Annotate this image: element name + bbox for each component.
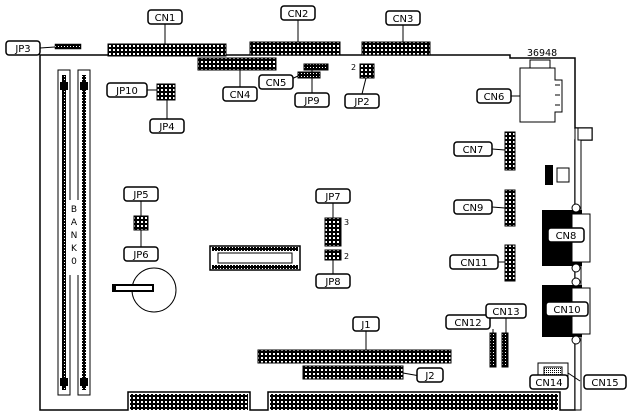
callout-jp3: JP3 bbox=[5, 40, 41, 56]
cn10-label: CN10 bbox=[553, 305, 580, 316]
callout-cn10: CN10 bbox=[545, 301, 589, 317]
bank-letter: K bbox=[71, 244, 78, 254]
callout-cn7: CN7 bbox=[453, 141, 493, 157]
bracket-tab bbox=[577, 127, 593, 141]
cn5-label: CN5 bbox=[266, 78, 287, 89]
cn8-label: CN8 bbox=[556, 231, 577, 242]
callout-jp2: JP2 bbox=[344, 93, 380, 109]
callout-jp9: JP9 bbox=[294, 92, 330, 108]
chip-socket bbox=[209, 245, 301, 271]
cn1-label: CN1 bbox=[155, 13, 176, 24]
cn13-header bbox=[501, 332, 509, 368]
cn4-connector bbox=[197, 57, 277, 71]
cn7-label: CN7 bbox=[463, 145, 484, 156]
callout-jp7: JP7 bbox=[315, 188, 351, 204]
cn2-connector bbox=[249, 41, 341, 56]
jp6-label: JP6 bbox=[132, 250, 148, 261]
leader-lines bbox=[39, 19, 581, 383]
callout-cn9: CN9 bbox=[453, 199, 493, 215]
bracket-component bbox=[545, 165, 553, 185]
edge-fingers-right bbox=[270, 394, 558, 410]
cn9-label: CN9 bbox=[463, 203, 484, 214]
jp9-label: JP9 bbox=[303, 96, 319, 107]
jp4-label: JP4 bbox=[158, 122, 174, 133]
jp7-pin3-mark: 3 bbox=[344, 218, 349, 227]
simm-bank: B A N K 0 bbox=[57, 69, 91, 396]
callout-cn5: CN5 bbox=[258, 74, 294, 90]
cn2-label: CN2 bbox=[288, 9, 309, 20]
j2-label: J2 bbox=[424, 371, 434, 382]
callout-jp4: JP4 bbox=[149, 118, 185, 134]
cn6-connector bbox=[519, 67, 563, 123]
bank-letter: B bbox=[71, 205, 77, 215]
jp2-label: JP2 bbox=[353, 97, 369, 108]
cn3-label: CN3 bbox=[393, 14, 414, 25]
cn5-header bbox=[297, 71, 321, 79]
cn12-label: CN12 bbox=[454, 318, 481, 329]
cn3-connector bbox=[361, 41, 431, 56]
callout-jp8: JP8 bbox=[315, 273, 351, 289]
cn11-label: CN11 bbox=[460, 258, 487, 269]
callout-j2: J2 bbox=[416, 367, 444, 383]
serial-number: 36948 bbox=[527, 48, 557, 59]
callout-cn13: CN13 bbox=[485, 303, 527, 319]
callout-cn8: CN8 bbox=[547, 227, 585, 243]
cn9-header bbox=[504, 189, 516, 227]
jp8-label: JP8 bbox=[324, 277, 340, 288]
j1-label: J1 bbox=[360, 320, 370, 331]
jp8-header bbox=[324, 249, 342, 261]
cn13-label: CN13 bbox=[492, 307, 519, 318]
callout-jp6: JP6 bbox=[123, 246, 159, 262]
cn14-label: CN14 bbox=[535, 378, 562, 389]
callout-cn14: CN14 bbox=[529, 374, 569, 390]
callout-cn11: CN11 bbox=[449, 254, 499, 270]
callout-cn2: CN2 bbox=[280, 5, 316, 21]
j2-connector bbox=[302, 365, 404, 380]
callout-cn12: CN12 bbox=[445, 314, 491, 330]
callout-cn1: CN1 bbox=[147, 9, 183, 25]
battery bbox=[112, 267, 177, 313]
bank-letter: N bbox=[71, 231, 78, 241]
jp2-pin-mark: 2 bbox=[351, 63, 356, 72]
cn15-label: CN15 bbox=[591, 378, 618, 389]
callout-cn6: CN6 bbox=[476, 88, 512, 104]
jp3-header bbox=[54, 43, 82, 50]
jp7-header bbox=[324, 217, 342, 247]
jp5-header bbox=[133, 215, 149, 231]
callout-cn15: CN15 bbox=[583, 374, 627, 390]
callout-jp10: JP10 bbox=[106, 82, 148, 98]
jp3-label: JP3 bbox=[14, 44, 30, 55]
cn1-connector bbox=[107, 43, 227, 57]
jp7-pin2-mark: 2 bbox=[344, 252, 349, 261]
jp9-header bbox=[303, 63, 329, 71]
callout-cn3: CN3 bbox=[385, 10, 421, 26]
jp7-label: JP7 bbox=[324, 192, 340, 203]
bank-letter: 0 bbox=[71, 257, 77, 267]
jp10-header bbox=[156, 83, 176, 101]
jp5-label: JP5 bbox=[132, 190, 148, 201]
cn11-header bbox=[504, 244, 516, 282]
jp2-header bbox=[359, 63, 375, 79]
callout-jp5: JP5 bbox=[123, 186, 159, 202]
cn6-label: CN6 bbox=[484, 92, 505, 103]
callout-cn4: CN4 bbox=[222, 86, 258, 102]
edge-fingers-left bbox=[130, 394, 248, 410]
jp10-label: JP10 bbox=[115, 86, 138, 97]
callout-j1: J1 bbox=[352, 316, 380, 332]
bank-letter: A bbox=[71, 218, 78, 228]
cn7-header bbox=[504, 131, 516, 171]
cn12-header bbox=[489, 332, 497, 368]
cn4-label: CN4 bbox=[230, 90, 251, 101]
j1-connector bbox=[257, 349, 452, 364]
